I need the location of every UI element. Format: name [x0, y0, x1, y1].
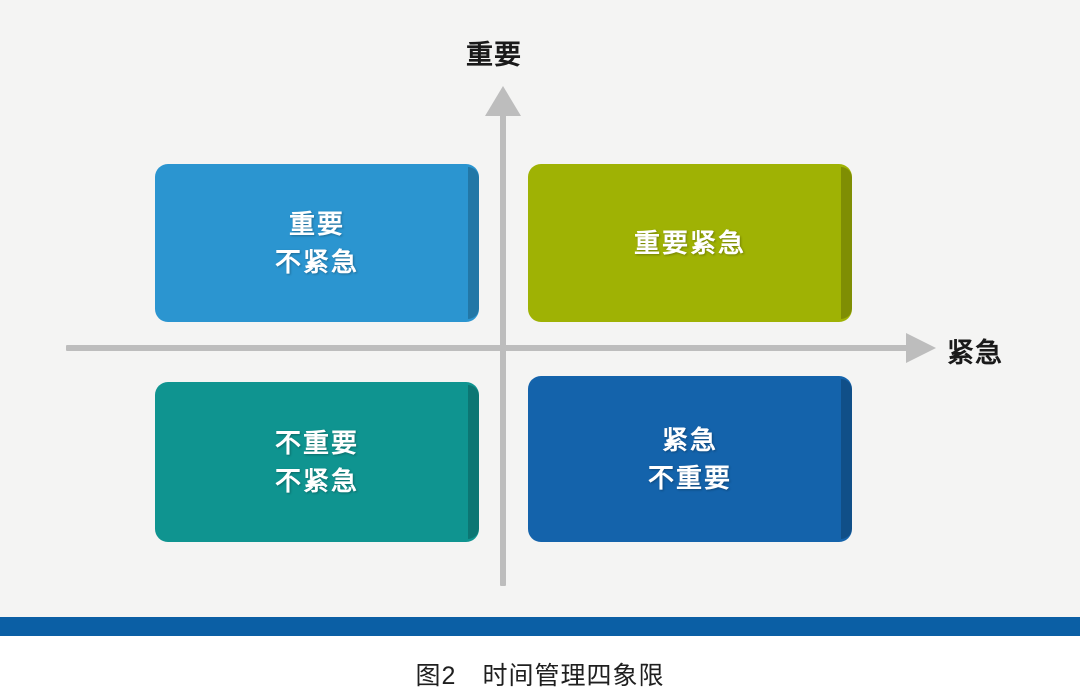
quadrant-bevel: [841, 379, 852, 539]
vertical-axis-arrow-icon: [485, 86, 521, 116]
vertical-axis-label: 重要: [466, 40, 522, 70]
divider-bar: [0, 617, 1080, 636]
quadrant-important-not-urgent[interactable]: 重要 不紧急: [155, 164, 479, 322]
quadrant-bevel: [468, 385, 479, 539]
horizontal-axis-arrow-icon: [906, 333, 936, 363]
figure-caption: 图2 时间管理四象限: [415, 662, 665, 690]
quadrant-label: 重要紧急: [633, 227, 746, 258]
quadrant-important-urgent[interactable]: 重要紧急: [528, 164, 852, 322]
quadrant-bevel: [468, 167, 479, 319]
quadrant-not-important-not-urgent[interactable]: 不重要 不紧急: [155, 382, 479, 542]
quadrant-label: 不重要 不紧急: [274, 427, 359, 496]
horizontal-axis-line: [66, 345, 912, 351]
quadrant-label: 紧急 不重要: [647, 424, 732, 493]
horizontal-axis-label: 紧急: [947, 338, 1003, 368]
quadrant-label: 重要 不紧急: [274, 208, 359, 277]
quadrant-urgent-not-important[interactable]: 紧急 不重要: [528, 376, 852, 542]
quadrant-bevel: [841, 167, 852, 319]
diagram-panel: 重要 紧急 重要 不紧急 重要紧急 不重要 不紧急 紧急 不重要: [0, 0, 1080, 617]
